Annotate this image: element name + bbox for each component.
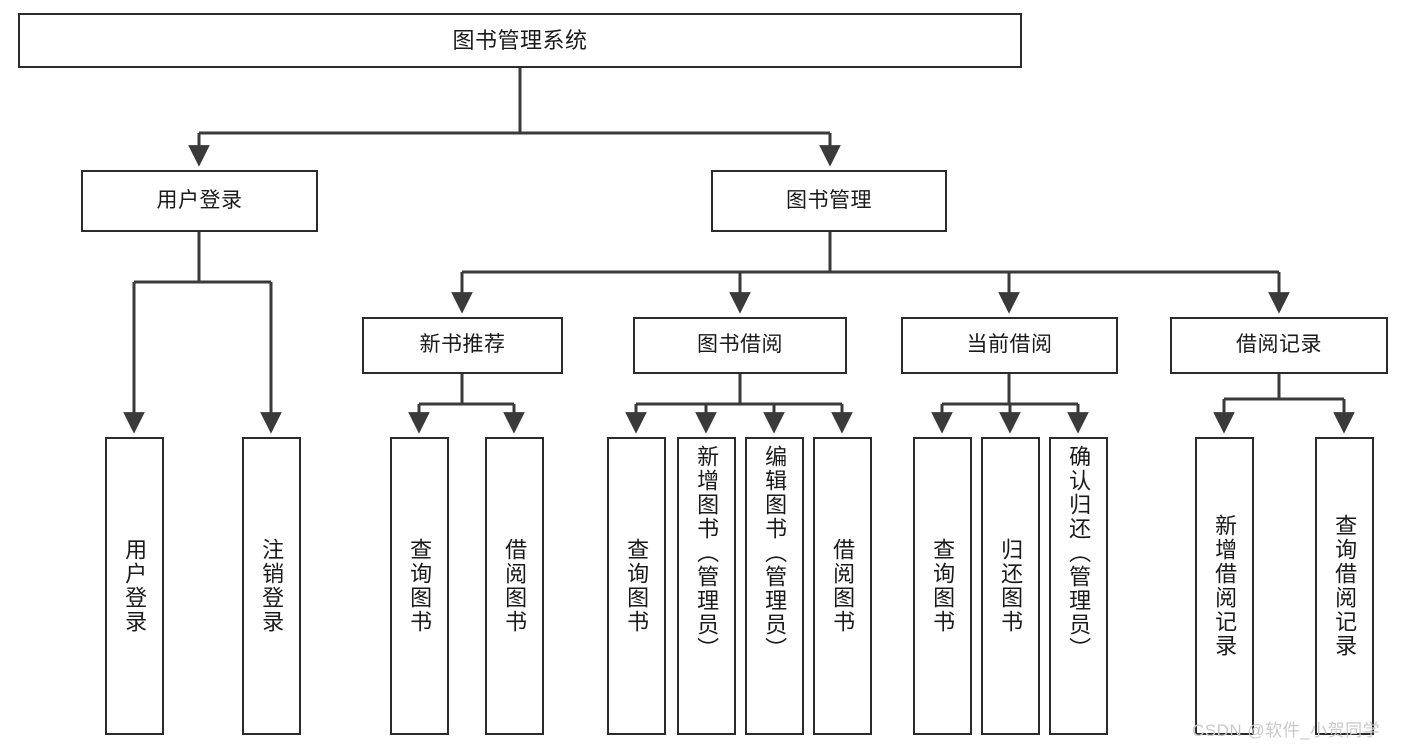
node-current-borrow[interactable]: 当前借阅 [901,317,1118,374]
leaf-new-book-borrow[interactable]: 借阅图书 [485,437,544,735]
node-book-borrow-label: 图书借阅 [697,333,783,357]
leaf-book-borrow-edit-label: 编辑图书（管理员） [762,445,788,661]
node-borrow-record-label: 借阅记录 [1236,333,1322,357]
leaf-borrow-record-add[interactable]: 新增借阅记录 [1195,437,1254,735]
leaf-user-login-logout-label: 注销登录 [259,538,285,634]
node-user-login-label: 用户登录 [156,188,243,212]
leaf-borrow-record-query[interactable]: 查询借阅记录 [1315,437,1374,735]
leaf-new-book-borrow-label: 借阅图书 [502,538,528,634]
node-new-book-recommend-label: 新书推荐 [419,333,506,357]
leaf-current-borrow-confirm-return[interactable]: 确认归还（管理员） [1049,437,1108,735]
node-borrow-record[interactable]: 借阅记录 [1170,317,1388,374]
leaf-book-borrow-add-label: 新增图书（管理员） [694,445,720,661]
csdn-watermark: CSDN @软件_小贺同学 [1192,721,1381,740]
node-user-login[interactable]: 用户登录 [81,170,318,232]
leaf-current-borrow-return[interactable]: 归还图书 [981,437,1040,735]
leaf-book-borrow-query-label: 查询图书 [624,538,650,634]
leaf-borrow-record-query-label: 查询借阅记录 [1332,514,1358,658]
leaf-new-book-query-label: 查询图书 [407,538,433,634]
leaf-borrow-record-add-label: 新增借阅记录 [1212,514,1238,658]
leaf-book-borrow-borrow[interactable]: 借阅图书 [813,437,872,735]
leaf-new-book-query[interactable]: 查询图书 [390,437,449,735]
leaf-current-borrow-query-label: 查询图书 [930,538,956,634]
leaf-book-borrow-borrow-label: 借阅图书 [830,538,856,634]
node-root-system[interactable]: 图书管理系统 [18,13,1022,68]
leaf-book-borrow-query[interactable]: 查询图书 [607,437,666,735]
node-book-management-label: 图书管理 [786,188,872,212]
leaf-book-borrow-edit[interactable]: 编辑图书（管理员） [745,437,804,735]
node-new-book-recommend[interactable]: 新书推荐 [362,317,563,374]
node-book-management[interactable]: 图书管理 [711,170,947,232]
leaf-current-borrow-return-label: 归还图书 [998,538,1024,634]
leaf-user-login-logout[interactable]: 注销登录 [242,437,301,735]
node-root-system-label: 图书管理系统 [452,27,588,53]
leaf-current-borrow-confirm-return-label: 确认归还（管理员） [1066,445,1092,661]
leaf-user-login-login[interactable]: 用户登录 [105,437,164,735]
node-book-borrow[interactable]: 图书借阅 [633,317,847,374]
leaf-user-login-login-label: 用户登录 [122,538,148,634]
node-current-borrow-label: 当前借阅 [966,333,1053,357]
leaf-book-borrow-add[interactable]: 新增图书（管理员） [677,437,736,735]
leaf-current-borrow-query[interactable]: 查询图书 [913,437,972,735]
